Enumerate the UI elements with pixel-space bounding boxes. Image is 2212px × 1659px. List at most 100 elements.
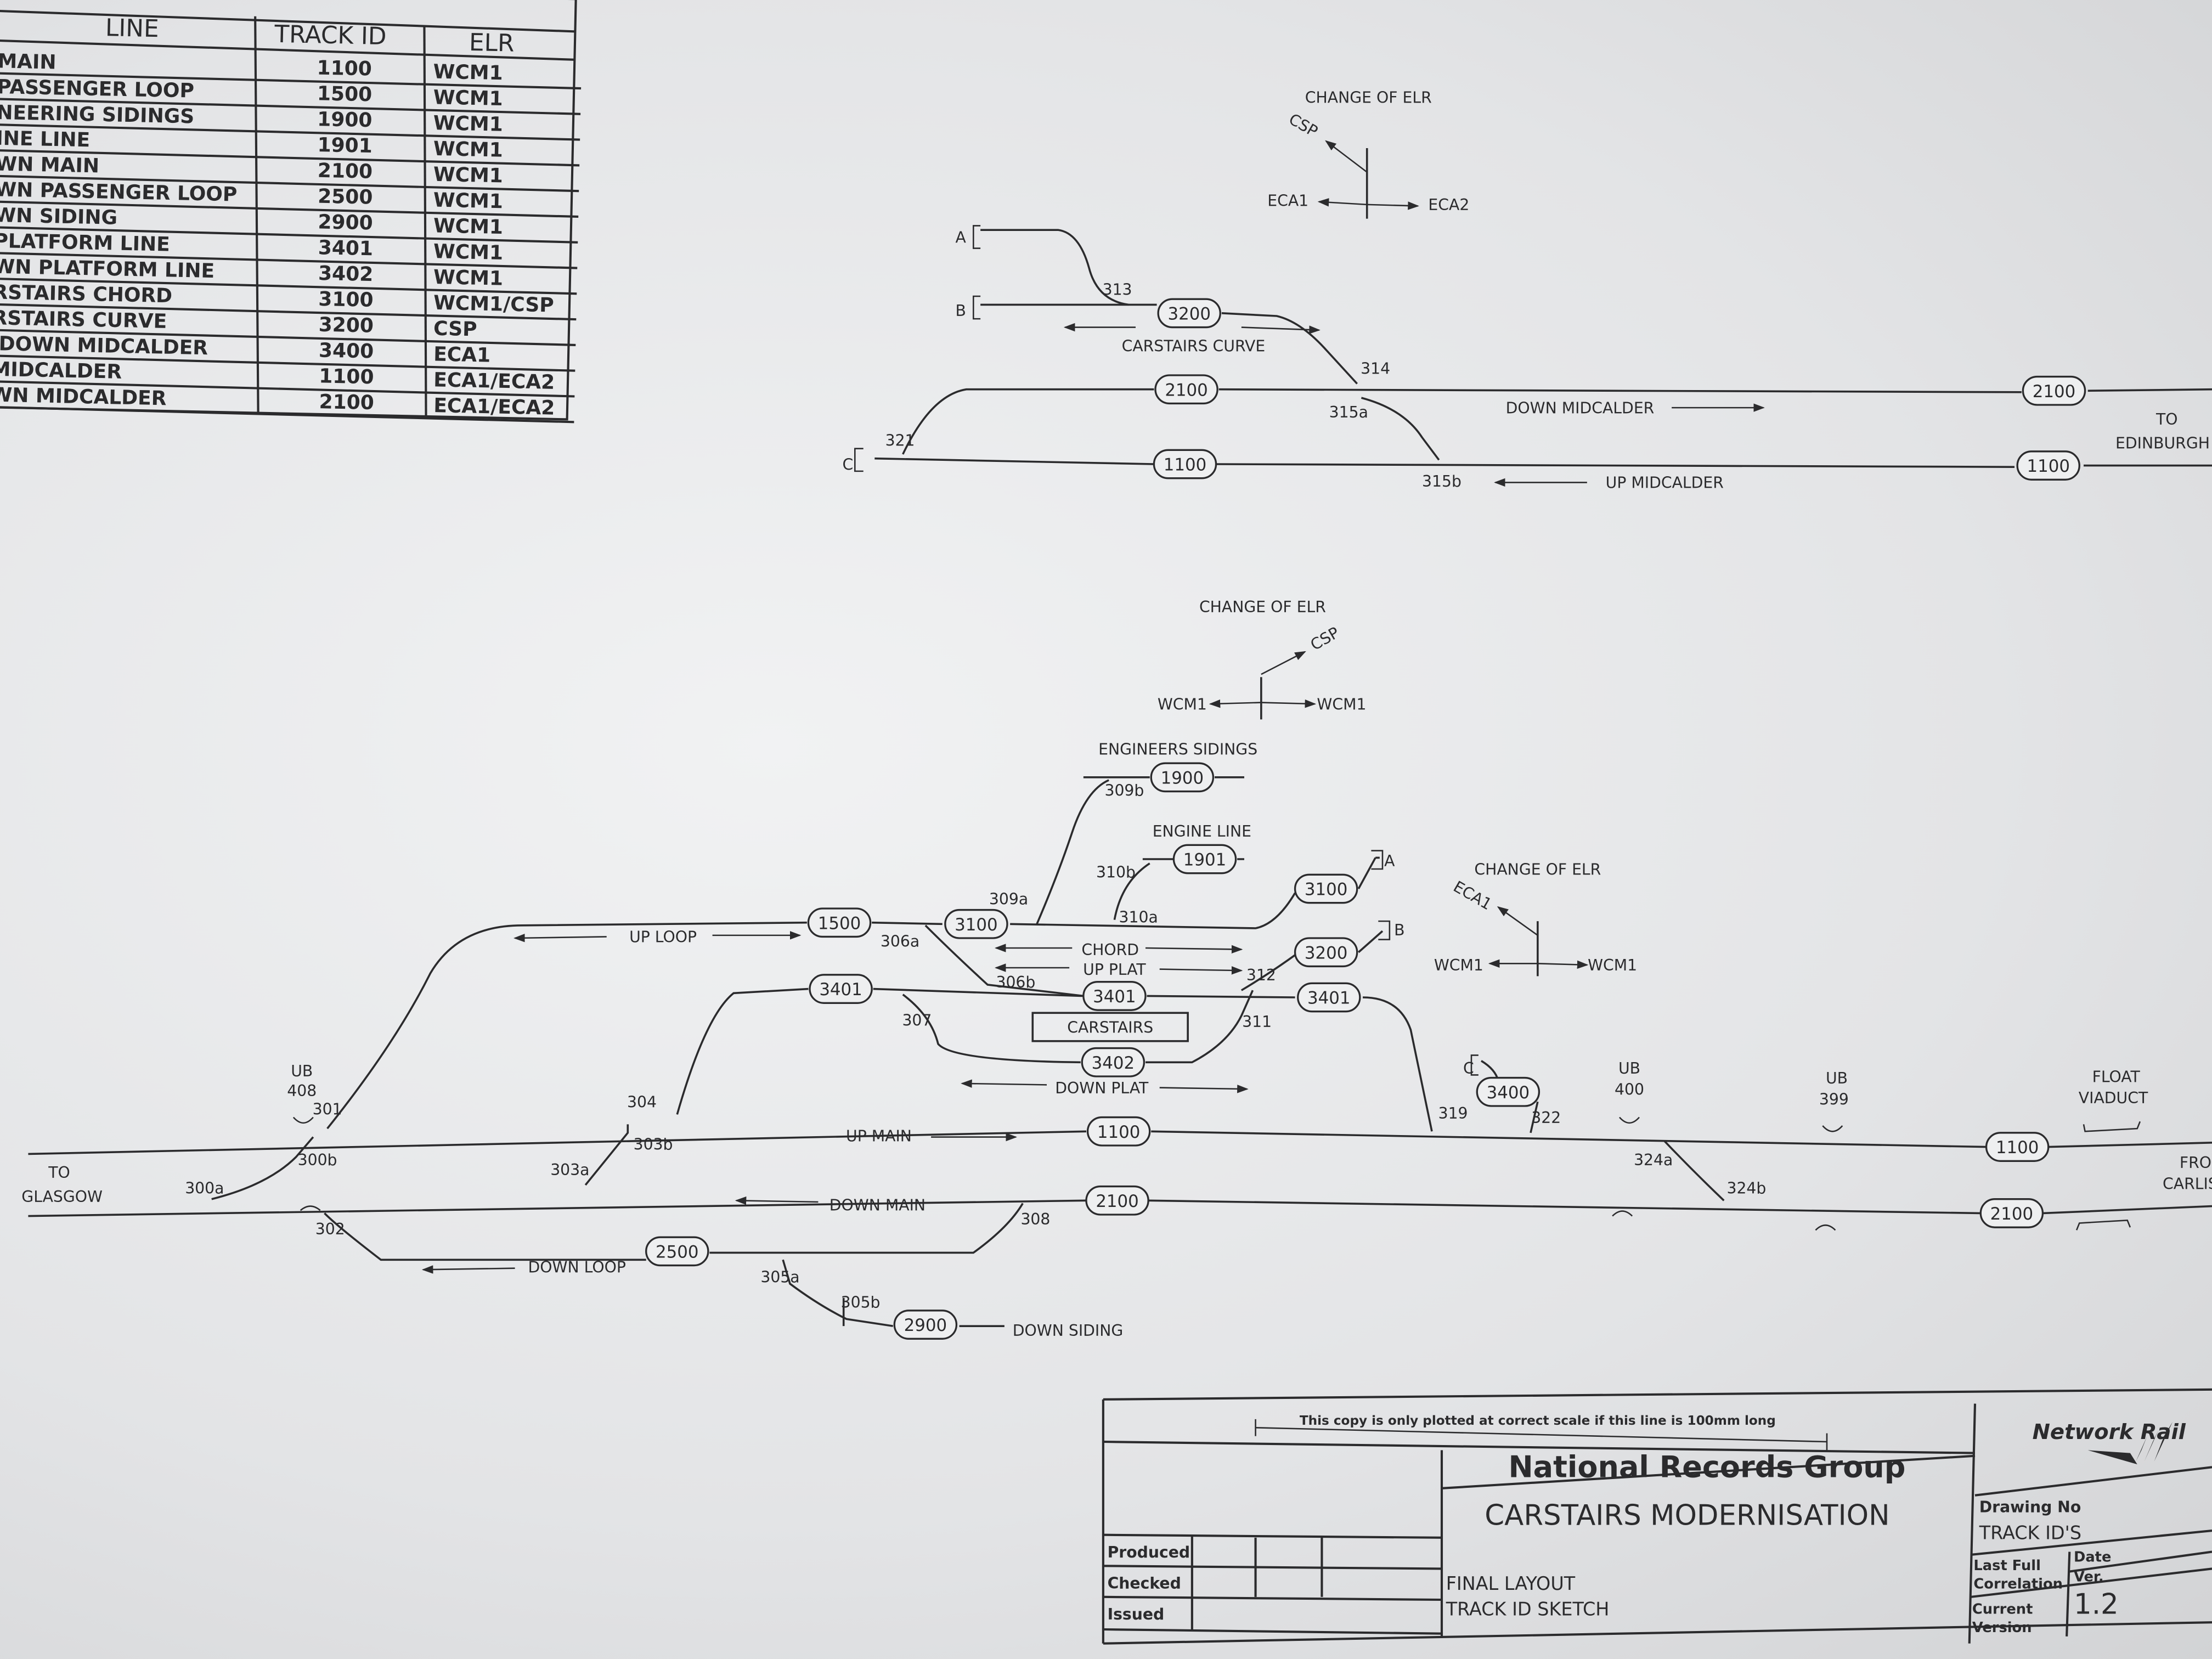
row-track-id: 2500: [318, 185, 373, 209]
label-ub399-b: 399: [1819, 1090, 1849, 1108]
row-track-id: 3100: [318, 288, 374, 312]
row-track-id: 3402: [318, 262, 374, 286]
row-track-id: 1901: [317, 134, 373, 157]
track-id-number: 2100: [1165, 380, 1208, 400]
label-chord: CHORD: [1081, 941, 1139, 959]
track-id-badge: 2900: [893, 1310, 958, 1340]
track-id-number: 2500: [656, 1242, 699, 1262]
track-id-number: 1100: [2027, 456, 2070, 476]
label-p315a: 315a: [1329, 403, 1368, 421]
label-p314: 314: [1361, 359, 1390, 377]
track-id-number: 1100: [1996, 1138, 2039, 1158]
issued-label: Issued: [1108, 1605, 1165, 1623]
label-engineers-sidings: ENGINEERS SIDINGS: [1098, 741, 1257, 759]
row-line-name: WN PASSENGER LOOP: [0, 178, 238, 206]
label-down-plat: DOWN PLAT: [1055, 1079, 1149, 1097]
track-id-number: 2900: [904, 1316, 947, 1335]
row-track-id: 1900: [317, 108, 373, 132]
track-id-badge: 3400: [1476, 1076, 1541, 1107]
label-ub399-a: UB: [1826, 1069, 1848, 1087]
row-elr: ECA1/ECA2: [433, 369, 555, 394]
organisation-name: National Records Group: [1508, 1449, 1905, 1484]
label-ub408-a: UB: [291, 1062, 313, 1080]
current-version-label-1: Current: [1972, 1601, 2033, 1618]
label-ub400-a: UB: [1618, 1059, 1640, 1077]
label-down-midcalder: DOWN MIDCALDER: [1506, 399, 1655, 417]
label-csp-mid: CSP: [1307, 623, 1342, 654]
track-id-number: 3401: [1093, 987, 1136, 1007]
row-line-name: PLATFORM LINE: [0, 230, 170, 256]
label-p305b: 305b: [841, 1294, 881, 1312]
label-p310b: 310b: [1096, 863, 1136, 881]
label-p309b: 309b: [1104, 781, 1144, 799]
label-p306a: 306a: [881, 932, 919, 950]
checked-label: Checked: [1108, 1574, 1181, 1592]
row-track-id: 1100: [317, 57, 372, 81]
label-p311: 311: [1242, 1013, 1272, 1031]
track-id-number: 3401: [1307, 989, 1351, 1008]
label-p303a: 303a: [550, 1161, 589, 1179]
row-line-name: INE LINE: [0, 127, 90, 152]
track-id-number: 3402: [1092, 1053, 1135, 1073]
track-id-number: 1100: [1164, 455, 1207, 475]
track-id-badge: 2100: [2022, 375, 2086, 406]
track-id-number: 1500: [818, 913, 861, 933]
label-wcm1-mid-l: WCM1: [1158, 695, 1207, 713]
row-line-name: NEERING SIDINGS: [0, 101, 195, 128]
track-id-badge: 3401: [809, 974, 873, 1004]
table-row: WN PASSENGER LOOP 2500 WCM1: [0, 178, 503, 213]
track-id-badge: 3200: [1157, 298, 1221, 329]
label-b-mid: B: [1394, 921, 1404, 939]
row-elr: WCM1: [433, 86, 503, 110]
label-p307: 307: [902, 1011, 932, 1029]
label-p303b: 303b: [634, 1136, 673, 1154]
label-p302: 302: [315, 1220, 345, 1238]
label-csp-top: CSP: [1286, 110, 1321, 140]
label-change-elr-right: CHANGE OF ELR: [1474, 860, 1601, 878]
label-up-main: UP MAIN: [846, 1127, 912, 1145]
version-number: 1.2: [2074, 1588, 2119, 1621]
label-down-loop: DOWN LOOP: [528, 1258, 626, 1276]
row-track-id: 2100: [319, 391, 374, 414]
row-elr: WCM1: [433, 163, 503, 188]
scale-note: This copy is only plotted at correct sca…: [1300, 1414, 1776, 1428]
label-float: FLOAT: [2092, 1068, 2141, 1086]
row-elr: WCM1: [433, 189, 503, 213]
label-p309a: 309a: [989, 890, 1028, 908]
row-elr: WCM1: [433, 266, 504, 290]
project-title: CARSTAIRS MODERNISATION: [1485, 1499, 1889, 1532]
title-block: This copy is only plotted at correct sca…: [1102, 1388, 2212, 1645]
row-track-id: 3400: [319, 339, 374, 363]
drawing-no-label: Drawing No: [1979, 1498, 2081, 1516]
row-elr: WCM1: [433, 240, 504, 264]
row-track-id: 1500: [317, 82, 373, 106]
track-id-number: 1900: [1161, 768, 1204, 788]
track-id-badge: 3100: [1294, 873, 1358, 904]
label-ub400-b: 400: [1615, 1080, 1644, 1098]
label-p315b: 315b: [1422, 472, 1462, 490]
label-p300b: 300b: [298, 1151, 337, 1169]
row-track-id: 2100: [317, 160, 373, 183]
track-id-badge: 1901: [1172, 844, 1237, 874]
label-c-mid: C: [1463, 1059, 1474, 1077]
label-eca1-right: ECA1: [1450, 877, 1494, 913]
label-carstairs: CARSTAIRS: [1067, 1018, 1153, 1036]
label-viaduct: VIADUCT: [2079, 1089, 2148, 1107]
label-up-loop: UP LOOP: [629, 928, 697, 946]
label-p306b: 306b: [996, 973, 1035, 991]
row-line-name: MAIN: [0, 50, 57, 74]
table-header-track-id: TRACK ID: [274, 20, 387, 50]
table-header-elr: ELR: [469, 29, 515, 58]
drawing-no: TRACK ID'S: [1979, 1522, 2081, 1543]
label-to-top: TO: [2155, 410, 2178, 428]
track-id-number: 3200: [1305, 943, 1348, 963]
